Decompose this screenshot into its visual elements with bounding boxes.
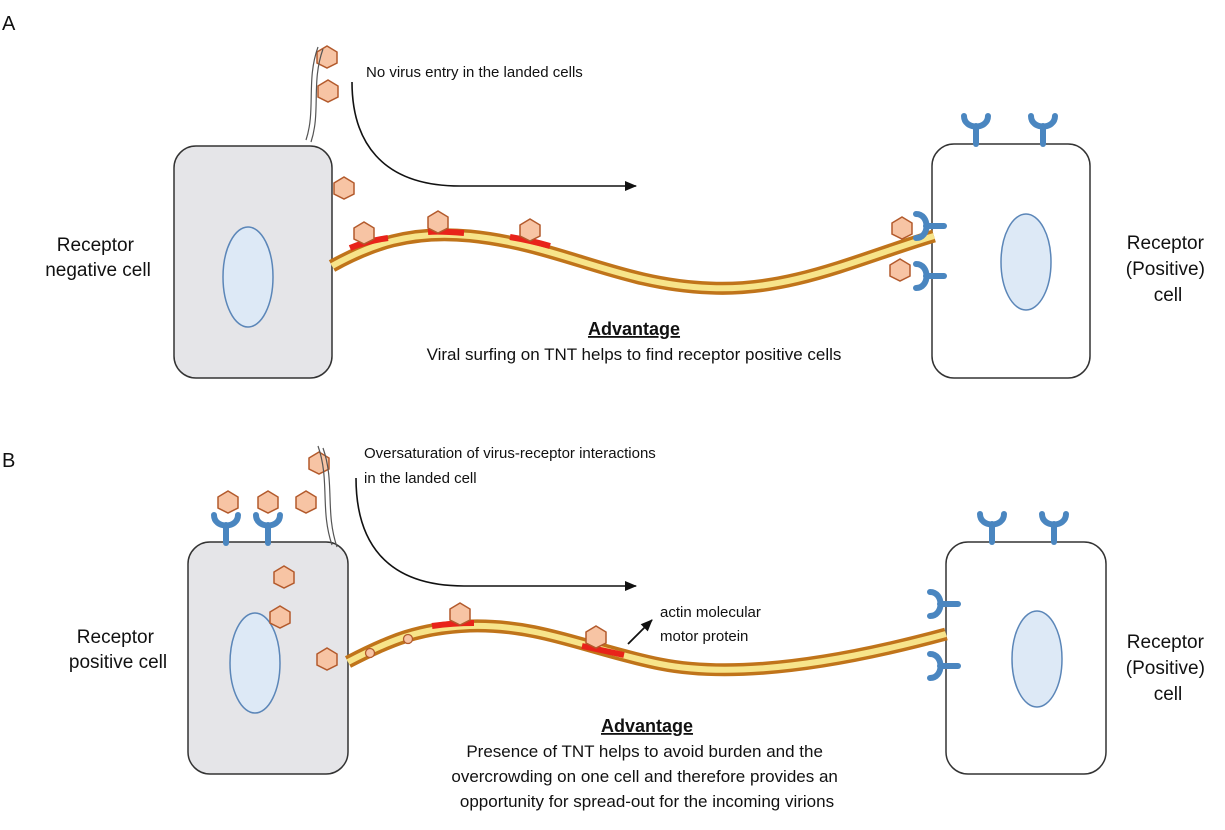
panel-a-letter: A — [2, 13, 16, 35]
panel-b-virion-5 — [295, 490, 317, 514]
panel-a-right-label: Receptor (Positive) cell — [1126, 233, 1210, 306]
panel-b-virion-6 — [308, 451, 330, 475]
panel-a-receptor-top-2 — [1031, 116, 1055, 144]
panel-a-virion-6 — [317, 79, 339, 103]
panel-b-motor-1 — [431, 620, 475, 629]
panel-a-advantage-text: Viral surfing on TNT helps to find recep… — [427, 345, 842, 364]
panel-b-virion-3 — [217, 490, 239, 514]
panel-a-right-nucleus — [1000, 213, 1052, 311]
panel-a-note: No virus entry in the landed cells — [366, 64, 583, 81]
panel-a-virion-1 — [353, 221, 375, 245]
panel-a: A No — [2, 13, 1210, 379]
panel-a-receptor-top-1 — [964, 116, 988, 144]
panel-b-note: Oversaturation of virus-receptor interac… — [364, 445, 660, 487]
panel-b-advantage-text: Presence of TNT helps to avoid burden an… — [451, 742, 842, 811]
panel-a-virion-3 — [519, 218, 541, 242]
panel-b-receptor-top-1 — [980, 514, 1004, 542]
panel-b-virion-4 — [257, 490, 279, 514]
panel-a-virion-8 — [889, 258, 911, 282]
panel-a-left-label: Receptor negative cell — [45, 235, 151, 281]
panel-a-wave-1 — [305, 46, 319, 141]
panel-b-letter: B — [2, 450, 15, 472]
panel-a-wave-2 — [310, 48, 324, 143]
panel-b: B — [2, 445, 1210, 811]
panel-a-tnt — [328, 228, 936, 295]
panel-b-left-receptor-1 — [214, 515, 238, 543]
panel-a-arrow — [351, 81, 637, 191]
panel-b-right-nucleus — [1011, 610, 1063, 708]
panel-b-advantage-title: Advantage — [601, 716, 693, 736]
panel-b-cargo-2 — [402, 633, 414, 645]
panel-b-wave-1 — [317, 445, 333, 546]
panel-b-left-receptor-2 — [256, 515, 280, 543]
panel-b-virion-2 — [585, 625, 607, 649]
panel-b-cargo-1 — [364, 647, 376, 659]
panel-b-motor-2 — [581, 643, 625, 658]
panel-b-receptor-top-2 — [1042, 514, 1066, 542]
panel-b-left-label: Receptor positive cell — [69, 627, 167, 673]
panel-a-virion-4 — [333, 176, 355, 200]
panel-b-left-nucleus — [229, 612, 281, 714]
panel-b-motor-label: actin molecular motor protein — [660, 604, 765, 645]
panel-a-left-nucleus — [222, 226, 274, 328]
panel-a-virion-2 — [427, 210, 449, 234]
panel-b-arrow — [355, 477, 637, 591]
panel-b-right-label: Receptor (Positive) cell — [1126, 632, 1210, 705]
panel-a-motor-2 — [427, 228, 465, 236]
panel-b-motor-pointer — [627, 619, 653, 645]
panel-b-wave-2 — [322, 447, 338, 548]
panel-a-virion-7 — [891, 216, 913, 240]
panel-a-advantage-title: Advantage — [588, 319, 680, 339]
panel-b-virion-1 — [449, 602, 471, 626]
panel-b-tnt — [344, 619, 948, 677]
